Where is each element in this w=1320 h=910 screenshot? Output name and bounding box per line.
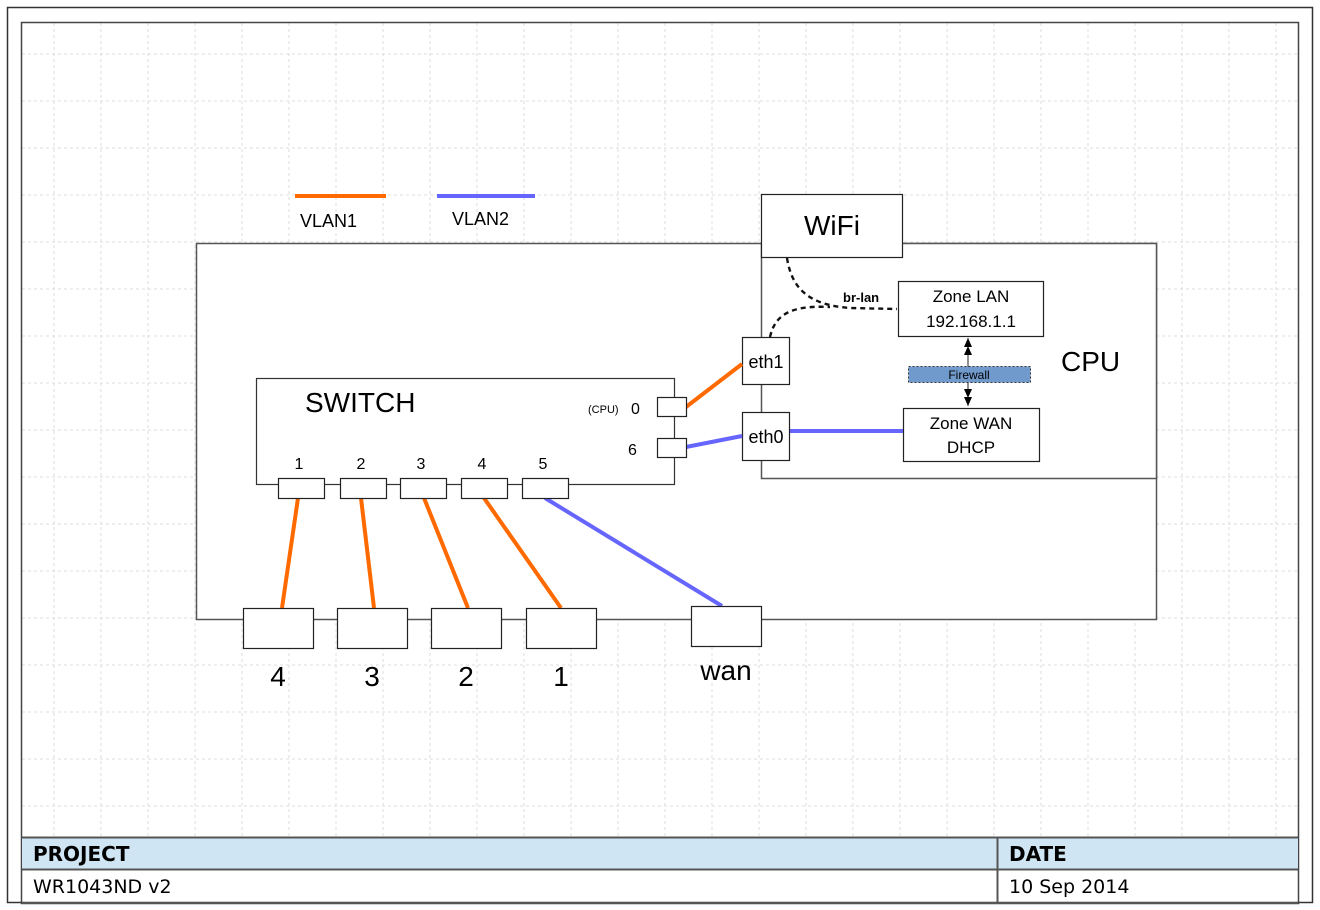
switch-port-2-to-lan-port-3-link <box>359 497 376 609</box>
bridge-label: br-lan <box>843 290 879 305</box>
switch-port-5-label: 5 <box>539 456 548 473</box>
project-value: WR1043ND v2 <box>33 876 172 898</box>
lan-port-3[interactable] <box>336 607 409 650</box>
wifi-label: WiFi <box>804 210 860 241</box>
lan-port-4-label: 4 <box>270 661 286 692</box>
zone-lan-box[interactable] <box>897 280 1045 338</box>
switch-port-4-label: 4 <box>478 456 487 473</box>
eth0-label: eth0 <box>748 427 783 447</box>
arrow-up-icon <box>964 346 972 355</box>
legend: VLAN1 VLAN2 <box>295 194 535 231</box>
lan-port-1-label: 1 <box>553 661 569 692</box>
arrow-down-icon <box>964 397 972 406</box>
wan-port-label: wan <box>699 655 751 686</box>
eth0-interface[interactable] <box>741 411 791 462</box>
lan-port-2[interactable] <box>430 607 503 650</box>
switch-port-3-to-lan-port-2-link <box>422 497 470 609</box>
zone-wan-box[interactable] <box>902 407 1041 463</box>
switch-port-6[interactable] <box>656 437 688 459</box>
switch-port-1-label: 1 <box>295 456 304 473</box>
lan-port-4[interactable] <box>242 607 315 650</box>
title-block-header-row <box>22 837 1298 869</box>
switch-port-5[interactable] <box>521 477 570 500</box>
physical-ports: 4 3 2 1 wan <box>242 605 763 692</box>
switch-port-3-label: 3 <box>417 456 426 473</box>
eth1-label: eth1 <box>748 352 783 372</box>
switch-port-1[interactable] <box>277 477 326 500</box>
legend-vlan2-label: VLAN2 <box>452 209 509 229</box>
switch-port-links <box>280 496 724 610</box>
lan-port-1[interactable] <box>525 607 598 650</box>
wifi-box[interactable] <box>760 193 904 259</box>
cpu-label: CPU <box>1061 346 1120 377</box>
date-value: 10 Sep 2014 <box>1009 876 1129 898</box>
switch-port-4-to-lan-port-1-link <box>482 496 563 610</box>
switch-port-6-label: 6 <box>628 442 637 459</box>
firewall-box[interactable] <box>908 366 1031 383</box>
switch-port-0-to-eth1-link <box>684 362 744 409</box>
switch-port-3[interactable] <box>399 477 448 500</box>
lan-port-3-label: 3 <box>364 661 380 692</box>
switch-port-6-to-eth0-link <box>685 434 743 449</box>
switch-box <box>255 377 676 486</box>
zone-lan-title: Zone LAN <box>933 287 1010 306</box>
title-block: PROJECT WR1043ND v2 DATE 10 Sep 2014 <box>22 836 1298 904</box>
wifi-to-bridge-link <box>785 257 898 311</box>
switch-cpu-port-prefix: (CPU) <box>588 404 619 416</box>
project-header: PROJECT <box>33 842 130 866</box>
switch-port-1-to-lan-port-4-link <box>280 497 300 609</box>
arrow-down-icon <box>964 389 972 398</box>
switch-port-4[interactable] <box>460 477 509 500</box>
date-header: DATE <box>1009 842 1067 866</box>
switch-ports: 1 2 3 4 5 <box>277 456 570 500</box>
legend-vlan1-label: VLAN1 <box>300 211 357 231</box>
lan-port-2-label: 2 <box>458 661 474 692</box>
switch-label: SWITCH <box>305 387 415 418</box>
eth1-to-bridge-link <box>768 305 831 338</box>
switch-port-0[interactable] <box>656 396 688 418</box>
switch-port-0-label: 0 <box>631 401 640 418</box>
firewall-label: Firewall <box>948 368 989 382</box>
switch-port-5-to-wan-port-link <box>543 496 724 608</box>
zone-wan-mode: DHCP <box>947 438 995 457</box>
zone-lan-address: 192.168.1.1 <box>926 312 1016 331</box>
arrow-up-icon <box>964 338 972 347</box>
zone-wan-title: Zone WAN <box>930 414 1013 433</box>
eth1-interface[interactable] <box>741 336 791 386</box>
wan-port[interactable] <box>690 605 763 648</box>
switch-port-2-label: 2 <box>357 456 366 473</box>
switch-port-2[interactable] <box>339 477 388 500</box>
